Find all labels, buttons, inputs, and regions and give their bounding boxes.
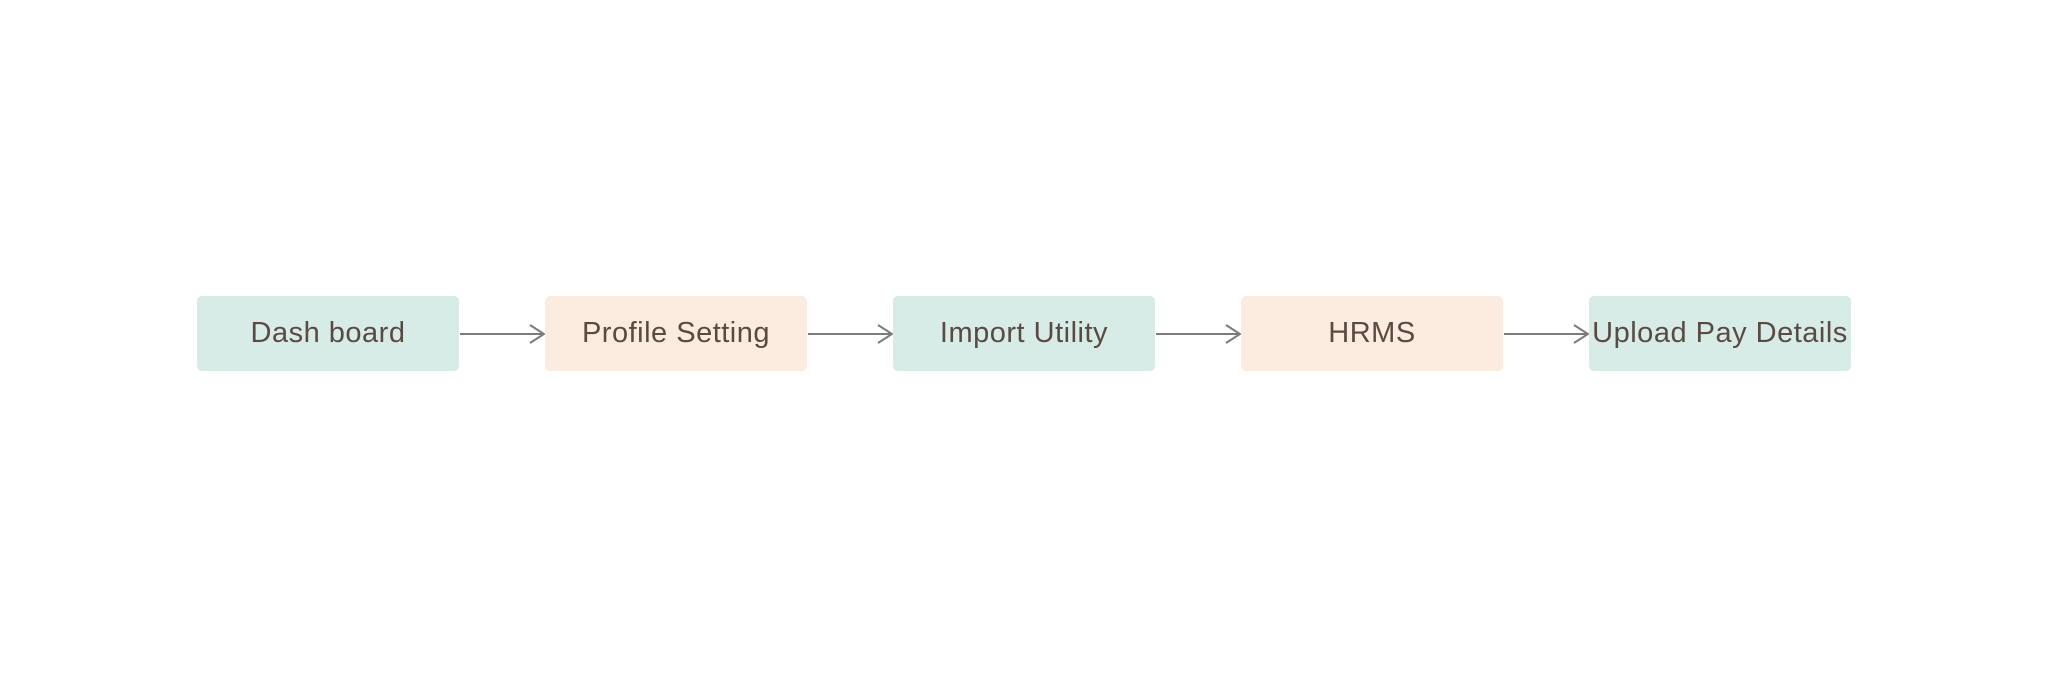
right-arrow-icon [1156, 323, 1241, 344]
flow-node-hrms[interactable]: HRMS [1241, 296, 1503, 371]
flow-node-label: Upload Pay Details [1592, 317, 1848, 349]
flowchart: Dash board Profile Setting Import Utilit… [197, 296, 1851, 371]
right-arrow-icon [460, 323, 545, 344]
flow-node-import-utility[interactable]: Import Utility [893, 296, 1155, 371]
flow-node-upload-pay-details[interactable]: Upload Pay Details [1589, 296, 1851, 371]
flow-node-dash-board[interactable]: Dash board [197, 296, 459, 371]
right-arrow-icon [808, 323, 893, 344]
flow-node-label: Dash board [250, 317, 406, 349]
right-arrow-icon [1504, 323, 1589, 344]
flow-node-label: HRMS [1328, 317, 1416, 349]
flow-node-profile-setting[interactable]: Profile Setting [545, 296, 807, 371]
flow-node-label: Profile Setting [581, 317, 771, 349]
flow-node-label: Import Utility [939, 317, 1109, 349]
